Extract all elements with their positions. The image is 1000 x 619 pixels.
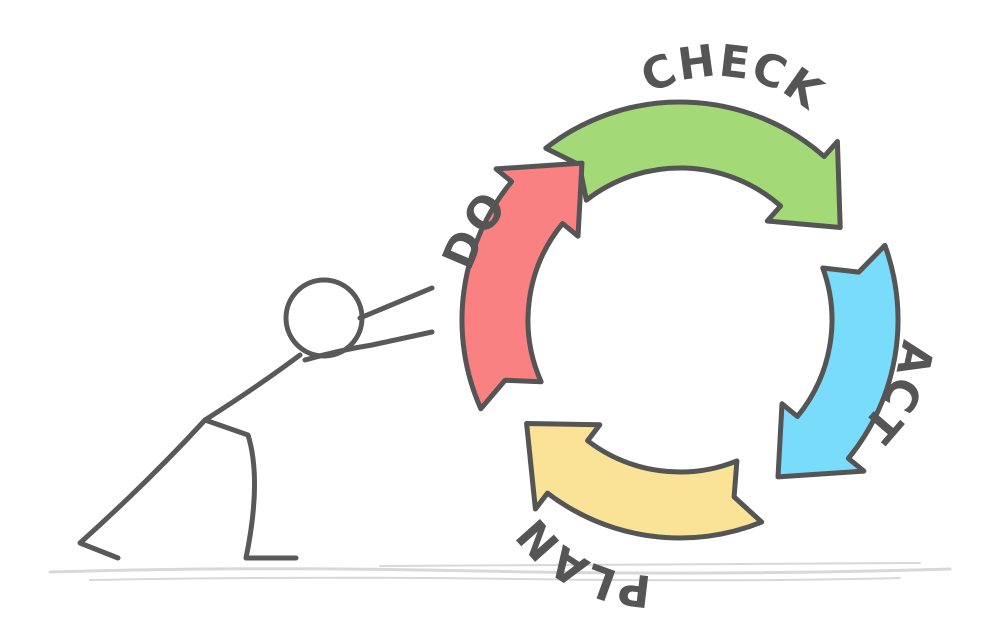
segment-do-arrow xyxy=(459,160,585,412)
segment-check-arrow xyxy=(543,99,843,230)
figure-lower-arm xyxy=(302,329,435,363)
segment-plan-arrow xyxy=(524,421,765,541)
figure-front-leg xyxy=(202,417,299,561)
figure-body xyxy=(202,352,303,423)
figure-upper-arm xyxy=(357,285,435,321)
ground-stroke xyxy=(48,567,952,575)
cycle-segments xyxy=(459,99,901,541)
ground-stroke xyxy=(379,562,921,567)
stick-figure-pushing xyxy=(77,277,435,561)
ground-shadow xyxy=(48,562,952,582)
figure-back-leg xyxy=(77,417,208,561)
figure-head xyxy=(283,277,365,359)
ground-stroke xyxy=(89,576,901,582)
segment-act-arrow xyxy=(775,242,901,480)
